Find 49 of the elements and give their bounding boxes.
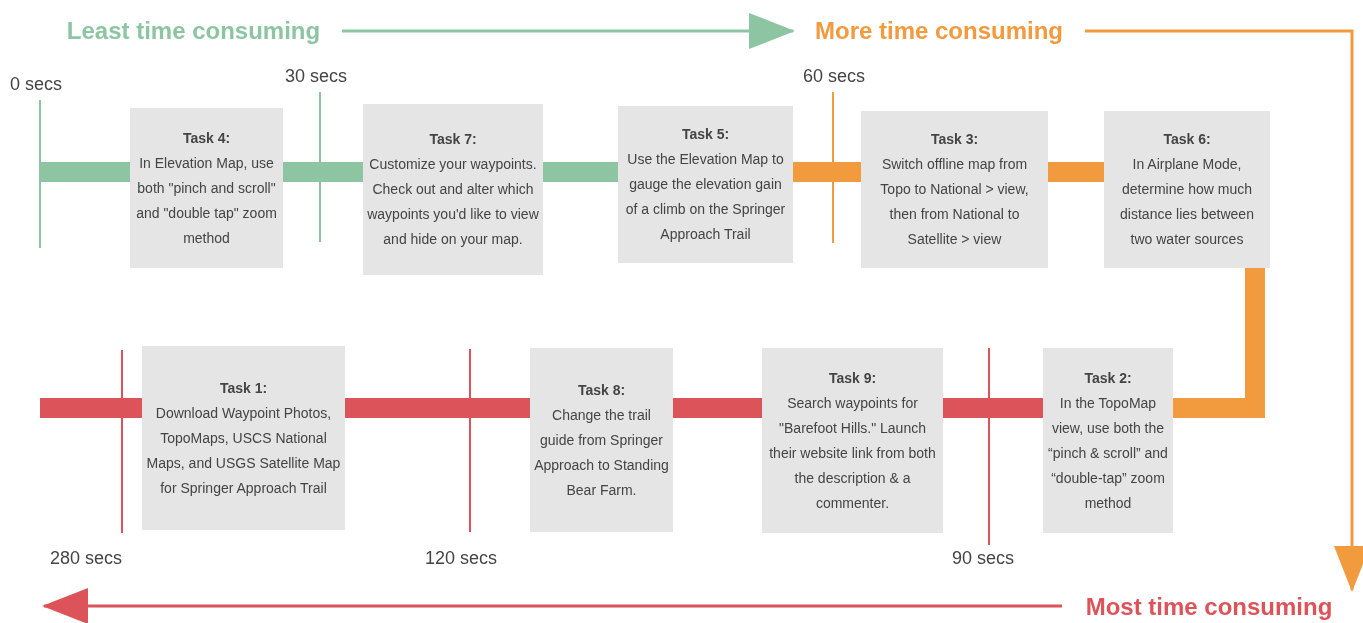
- timeline-bar: [345, 398, 530, 418]
- timeline-bar: [543, 162, 618, 182]
- task-title: Task 8:: [577, 380, 626, 400]
- arrow: [342, 13, 795, 49]
- heading-text: More time consuming: [793, 14, 1085, 48]
- time-label: 120 secs: [425, 548, 498, 569]
- task-description: Switch offline map from Topo to National > view, then from National to Satellite > view: [879, 155, 1030, 249]
- heading-text: Most time consuming: [1062, 590, 1356, 623]
- task-card: [530, 348, 673, 532]
- task-title: Task 9:: [828, 368, 877, 388]
- task-card: [1043, 348, 1173, 533]
- time-label: 30 secs: [285, 66, 348, 87]
- timeline-bar: [673, 398, 762, 418]
- task-card: [130, 108, 283, 268]
- task-title: Task 5:: [681, 125, 730, 144]
- task-card: [142, 346, 345, 530]
- timeline-bar: [283, 162, 363, 182]
- task-description: In Airplane Mode, determine how much distance lies between two water sources: [1119, 155, 1255, 249]
- task-card: [363, 104, 543, 275]
- task-description: Customize your waypoints. Check out and alter which waypoints you'd like to view and hide on your map.: [367, 155, 539, 249]
- task-card: [861, 111, 1048, 268]
- time-label: 280 secs: [50, 548, 123, 569]
- task-card: [762, 348, 943, 533]
- task-title: Task 6:: [1163, 130, 1211, 149]
- heading-text: Least time consuming: [45, 14, 342, 48]
- timeline-bar: [40, 162, 130, 182]
- timeline-bar: [1048, 162, 1104, 182]
- task-description: Download Waypoint Photos, TopoMaps, USCS National Maps, and USGS Satellite Map for Springer Approach Trail: [146, 403, 341, 498]
- timeline-bar: [943, 398, 1043, 418]
- time-label: 0 secs: [10, 74, 63, 95]
- timeline-bar: [40, 398, 142, 418]
- task-description: Use the Elevation Map to gauge the elevation gain of a climb on the Springer Approach Trail: [624, 150, 787, 244]
- task-description: In the TopoMap view, use both the “pinch & scroll” and “double-tap” zoom method: [1047, 393, 1169, 513]
- task-description: Search waypoints for "Barefoot Hills." Launch their website link from both the description & a commenter.: [768, 393, 937, 513]
- task-title: Task 7:: [429, 130, 477, 149]
- task-title: Task 1:: [219, 378, 268, 398]
- task-card: [1104, 111, 1270, 268]
- arrow: [1085, 29, 1363, 592]
- task-card: [618, 106, 793, 263]
- time-label: 60 secs: [803, 66, 866, 87]
- timeline-bar: [1173, 268, 1265, 418]
- task-title: Task 4:: [182, 128, 231, 148]
- time-label: 90 secs: [952, 548, 1015, 569]
- task-description: Change the trail guide from Springer Approach to Standing Bear Farm.: [534, 405, 669, 500]
- task-title: Task 2:: [1084, 368, 1132, 388]
- task-title: Task 3:: [930, 130, 979, 149]
- arrow: [42, 588, 1062, 623]
- timeline-bar: [793, 162, 861, 182]
- task-description: In Elevation Map, use both "pinch and scroll" and "double tap" zoom method: [135, 153, 278, 248]
